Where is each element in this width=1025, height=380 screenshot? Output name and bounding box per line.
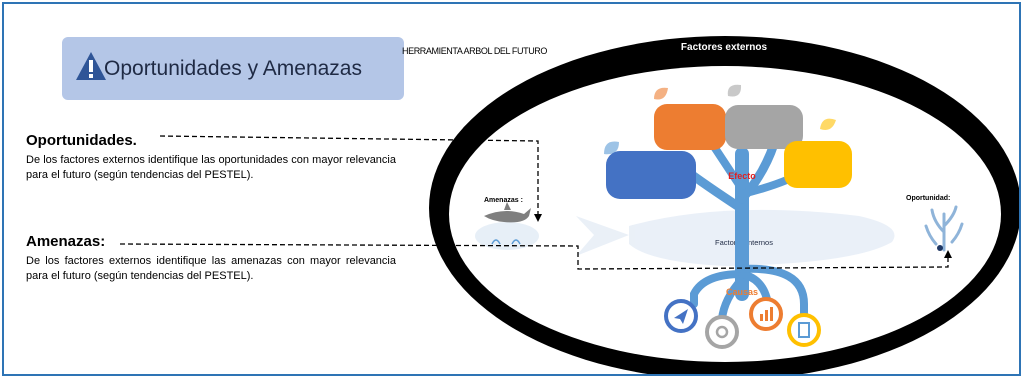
- slide-frame: Oportunidades y Amenazas Oportunidades. …: [2, 2, 1021, 376]
- amenazas-heading: Amenazas:: [26, 233, 106, 250]
- threat-label: Amenazas :: [484, 197, 523, 204]
- external-factors-label: Factores externos: [681, 42, 768, 53]
- connector-amenazas: [119, 243, 949, 270]
- causes-label: Causas: [726, 287, 758, 297]
- leaf-icon: [604, 84, 836, 155]
- document-icon: [787, 313, 821, 347]
- effect-clouds: [606, 104, 852, 199]
- connector-oportunidades: [159, 135, 539, 216]
- arrow-head: [944, 250, 952, 258]
- oportunidades-heading: Oportunidades.: [26, 132, 137, 149]
- paper-plane-icon: [664, 299, 698, 333]
- opportunity-label: Oportunidad:: [906, 195, 950, 202]
- fish-icon: [576, 209, 895, 266]
- amenazas-text: De los factores externos identifique las…: [26, 255, 396, 282]
- shark-icon: [475, 202, 539, 250]
- page-title: Oportunidades y Amenazas: [104, 57, 362, 80]
- title-banner: Oportunidades y Amenazas: [62, 37, 404, 100]
- future-tree-diagram: Factores externos Factores internos: [119, 36, 1019, 374]
- coral-icon: [924, 205, 964, 252]
- tool-title: HERRAMIENTA ARBOL DEL FUTURO: [402, 46, 547, 56]
- oportunidades-text: De los factores externos identifique las…: [26, 154, 396, 181]
- effect-label: Efecto: [728, 171, 756, 181]
- bar-chart-icon: [749, 297, 783, 331]
- gear-icon: [705, 315, 739, 349]
- exclamation-icon: [76, 52, 106, 80]
- arrow-head: [534, 214, 542, 222]
